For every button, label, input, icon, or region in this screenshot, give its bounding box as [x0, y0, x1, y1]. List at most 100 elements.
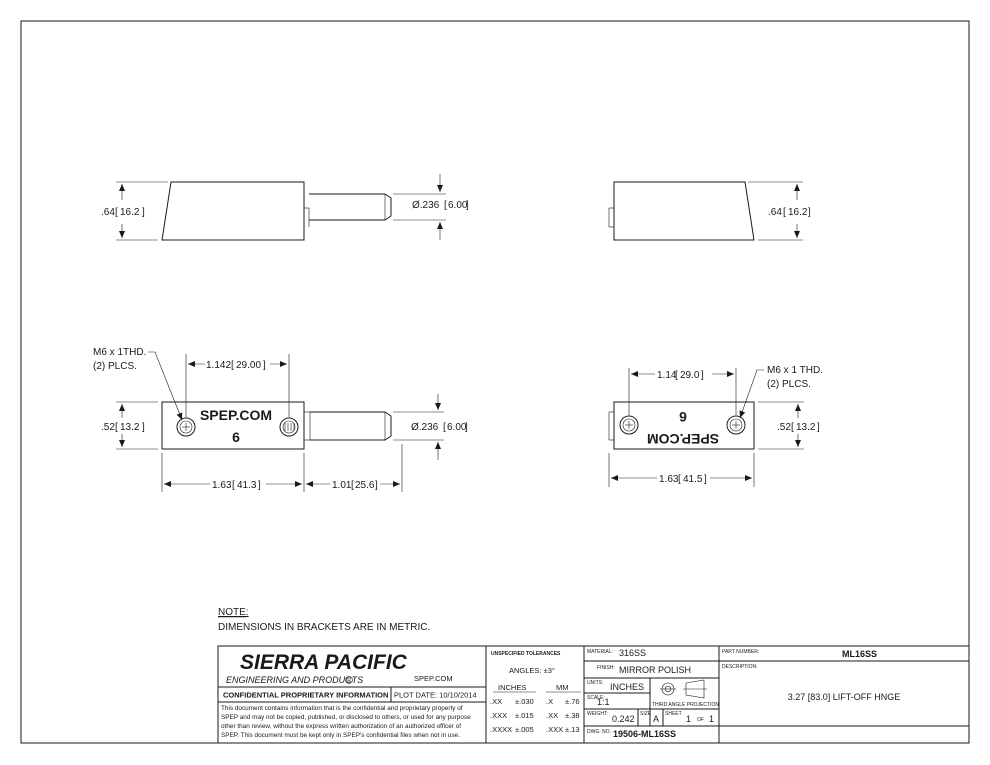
svg-text:[: [: [232, 480, 235, 491]
note-line-1: DIMENSIONS IN BRACKETS ARE IN METRIC.: [218, 622, 430, 633]
third-angle-projection-icon: [660, 679, 707, 699]
svg-text:[: [: [231, 360, 234, 371]
dim-pin-dia-bl: Ø.236: [411, 422, 439, 433]
svg-text:]: ]: [258, 480, 261, 491]
thread-hole-right-1: [619, 415, 639, 435]
dim-pin-dia-tl-mm: 6.00: [448, 200, 468, 211]
dim-height-tl-mm: 16.2: [120, 207, 140, 218]
svg-text:[: [: [783, 207, 786, 218]
svg-text:R: R: [347, 678, 351, 684]
engraving-number-left: 6: [232, 429, 240, 445]
tol-inch-place-2: .XXX: [490, 711, 507, 720]
description-value: 3.27 [83.0] LIFT-OFF HNGE: [788, 692, 901, 702]
svg-text:]: ]: [704, 474, 707, 485]
dim-hole-spacing-br-mm: 29.0: [680, 370, 700, 381]
callout-thread-left-2: (2) PLCS.: [93, 361, 137, 372]
finish-label: FINISH:: [597, 665, 615, 671]
tol-inch-value-3: ±.005: [515, 725, 534, 734]
hinge-body-side: [161, 181, 305, 241]
thread-hole-left-1: [176, 417, 196, 437]
hinge-pin-top: [310, 411, 392, 441]
confidential-text-2: SPEP and may not be copied, published, o…: [221, 714, 471, 721]
svg-text:[: [: [443, 422, 446, 433]
svg-text:[: [: [115, 422, 118, 433]
dim-hole-spacing-bl: 1.142: [206, 360, 231, 371]
dim-height-tr: .64: [768, 207, 782, 218]
dim-pin-dia-bl-mm: 6.00: [447, 422, 467, 433]
part-number-value: ML16SS: [842, 649, 877, 659]
note-heading: NOTE:: [218, 607, 249, 618]
scale-value: 1:1: [597, 697, 610, 707]
engraving-text-right: SPEP.COM: [647, 431, 719, 447]
view-bottom-left: SPEP.COM 6 1.142 [ 29.00 ] M6 x 1THD. (2…: [93, 347, 468, 492]
tol-mm-value-3: ±.13: [565, 725, 580, 734]
svg-text:[: [: [675, 370, 678, 381]
tol-mm-value-2: ±.38: [565, 711, 580, 720]
mm-header: MM: [556, 683, 569, 692]
finish-value: MIRROR POLISH: [619, 665, 691, 675]
tolerances-title: UNSPECIFIED TOLERANCES: [491, 651, 561, 657]
svg-text:]: ]: [263, 360, 266, 371]
hinge-pin-side: [309, 193, 392, 221]
weight-label: WEIGHT:: [587, 711, 608, 717]
svg-text:[: [: [115, 207, 118, 218]
dim-height-tl: .64: [101, 207, 115, 218]
company-subtitle: ENGINEERING AND PRODUCTS: [226, 675, 363, 685]
plot-date: PLOT DATE: 10/10/2014: [394, 691, 477, 700]
view-top-right: .64 [ 16.2 ]: [608, 181, 811, 241]
dim-height-br-mm: 13.2: [796, 422, 816, 433]
view-top-left: .64 [ 16.2 ] Ø.236 [ 6.00 ]: [101, 174, 469, 241]
sheet-number: 1: [686, 714, 691, 724]
size-label: SIZE: [640, 711, 652, 717]
registered-icon: [345, 676, 353, 684]
weight-value: 0.242: [612, 714, 635, 724]
dwg-number: 19506-ML16SS: [613, 729, 676, 739]
tol-mm-place-3: .XXX: [546, 725, 563, 734]
company-name: SIERRA PACIFIC: [240, 651, 408, 674]
dwg-label: DWG. NO.: [587, 729, 611, 735]
engraving-text-left: SPEP.COM: [200, 407, 272, 423]
scale-label: SCALE:: [587, 695, 605, 701]
svg-text:]: ]: [808, 207, 811, 218]
svg-text:]: ]: [142, 422, 145, 433]
dim-length-bl: 1.63: [212, 480, 232, 491]
hinge-body-side-right: [613, 181, 755, 241]
tol-mm-place-2: .XX: [546, 711, 558, 720]
tol-inch-place-3: .XXXX: [490, 725, 512, 734]
inches-header: INCHES: [498, 683, 526, 692]
dim-length-br: 1.63: [659, 474, 679, 485]
material-value: 316SS: [619, 648, 646, 658]
material-label: MATERIAL:: [587, 649, 613, 655]
title-block: SIERRA PACIFIC ENGINEERING AND PRODUCTS …: [217, 645, 970, 744]
dim-length-br-mm: 41.5: [683, 474, 703, 485]
confidential-text-3: other than review, without the express w…: [221, 723, 461, 730]
dim-height-br: .52: [777, 422, 791, 433]
part-number-label: PART NUMBER:: [722, 649, 759, 655]
dim-pin-dia-tl: Ø.236: [412, 200, 440, 211]
confidential-text-1: This document contains information that …: [221, 705, 463, 712]
svg-text:[: [: [678, 474, 681, 485]
confidential-label: CONFIDENTIAL PROPRIETARY INFORMATION: [223, 691, 388, 700]
tolerance-angles: ANGLES: ±3°: [509, 666, 555, 675]
svg-text:]: ]: [701, 370, 704, 381]
projection-label: THIRD ANGLE PROJECTION: [652, 702, 719, 708]
svg-text:[: [: [351, 480, 354, 491]
callout-thread-left-1: M6 x 1THD.: [93, 347, 146, 358]
svg-text:]: ]: [817, 422, 820, 433]
tol-mm-place-1: .X: [546, 697, 553, 706]
size-value: A: [653, 714, 659, 724]
confidential-text-4: SPEP. This document must be kept only in…: [221, 732, 460, 739]
view-bottom-right: SPEP.COM 6 1.14 [ 29.0 ] M6 x 1 THD. (2)…: [608, 365, 823, 487]
tol-inch-value-1: ±.030: [515, 697, 534, 706]
dim-hole-spacing-br: 1.14: [657, 370, 677, 381]
dim-hole-spacing-bl-mm: 29.00: [236, 360, 261, 371]
svg-text:[: [: [444, 200, 447, 211]
tol-mm-value-1: ±.76: [565, 697, 580, 706]
engraving-number-right: 6: [679, 409, 687, 425]
sheet-total: 1: [709, 714, 714, 724]
tol-inch-place-1: .XX: [490, 697, 502, 706]
dim-length-bl-mm: 41.3: [237, 480, 257, 491]
units-value: INCHES: [610, 682, 644, 692]
sheet-border: [20, 20, 970, 744]
